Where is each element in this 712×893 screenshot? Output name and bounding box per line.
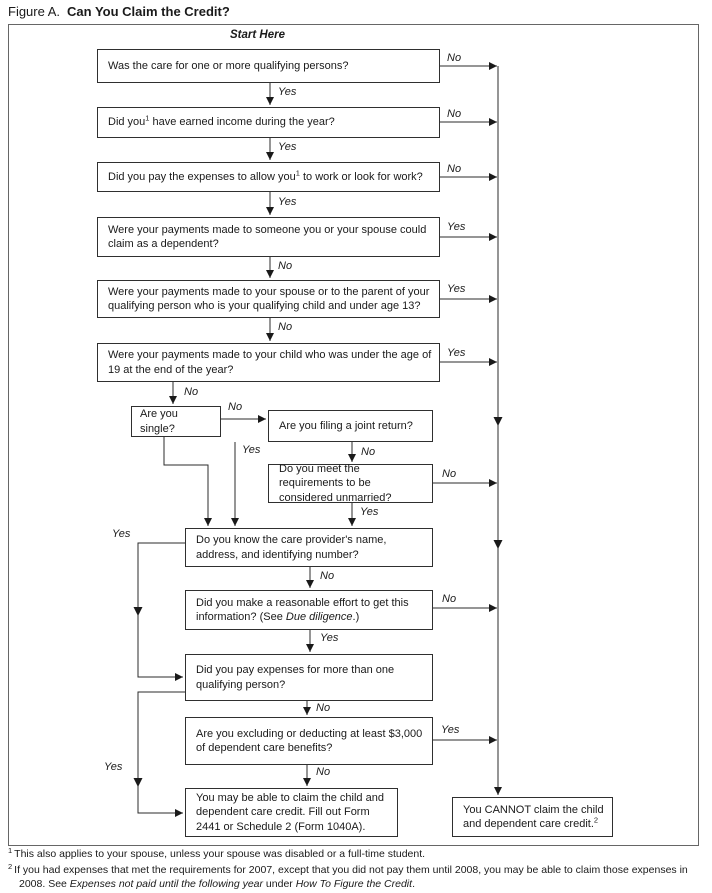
box-payments-child-under-19: Were your payments made to your child wh… — [97, 343, 440, 382]
edge-label-yes: Yes — [441, 724, 460, 736]
box-are-you-single: Are you single? — [131, 406, 221, 437]
box-text: Are you single? — [140, 408, 178, 435]
edge-label-yes: Yes — [447, 283, 466, 295]
box-know-provider-info: Do you know the care provider's name, ad… — [185, 528, 433, 567]
figure-border — [8, 24, 699, 846]
edge-label-yes: Yes — [360, 506, 379, 518]
edge-label-yes: Yes — [278, 86, 297, 98]
box-text: Do you meet the requirements to be consi… — [279, 463, 392, 504]
box-excluding-3000-benefits: Are you excluding or deducting at least … — [185, 717, 433, 765]
box-considered-unmarried: Do you meet the requirements to be consi… — [268, 463, 433, 504]
edge-label-no: No — [316, 702, 331, 714]
box-expenses-to-work: Did you pay the expenses to allow you1 t… — [97, 162, 440, 192]
box-text: Do you know the care provider's name, ad… — [196, 534, 387, 561]
edge-label-no: No — [447, 163, 462, 175]
edge-label-yes: Yes — [447, 221, 466, 233]
figure-label: Figure A. — [8, 4, 61, 19]
edge-label-yes: Yes — [278, 141, 297, 153]
box-text: Are you filing a joint return? — [279, 419, 413, 432]
box-text: Are you excluding or deducting at least … — [196, 727, 423, 754]
box-earned-income: Did you1 have earned income during the y… — [97, 107, 440, 138]
edge-label-no: No — [442, 593, 457, 605]
box-payments-dependent: Were your payments made to someone you o… — [97, 217, 440, 257]
edge-label-yes: Yes — [104, 761, 123, 773]
box-text: Were your payments made to your spouse o… — [108, 285, 430, 312]
start-here-label: Start Here — [230, 29, 285, 41]
box-text: You CANNOT claim the child and dependent… — [463, 803, 604, 830]
edge-label-no: No — [320, 570, 335, 582]
edge-label-no: No — [228, 401, 243, 413]
box-text: Were your payments made to your child wh… — [108, 349, 432, 376]
edge-label-yes: Yes — [278, 196, 297, 208]
figure-title-text: Can You Claim the Credit? — [67, 4, 230, 19]
box-payments-spouse-parent: Were your payments made to your spouse o… — [97, 280, 440, 318]
box-result-cannot-claim: You CANNOT claim the child and dependent… — [452, 797, 613, 837]
box-text: You may be able to claim the child and d… — [196, 792, 384, 833]
figure-title: Figure A. Can You Claim the Credit? — [8, 4, 230, 19]
box-text: Was the care for one or more qualifying … — [108, 59, 349, 72]
edge-label-no: No — [316, 766, 331, 778]
edge-label-no: No — [278, 321, 293, 333]
box-text: Did you1 have earned income during the y… — [108, 113, 335, 129]
edge-label-yes: Yes — [447, 347, 466, 359]
box-text: Were your payments made to someone you o… — [108, 223, 427, 250]
edge-label-no: No — [447, 52, 462, 64]
box-more-than-one-person: Did you pay expenses for more than one q… — [185, 654, 433, 701]
edge-label-yes: Yes — [112, 528, 131, 540]
edge-label-no: No — [184, 386, 199, 398]
box-qualifying-persons: Was the care for one or more qualifying … — [97, 49, 440, 83]
box-joint-return: Are you filing a joint return? — [268, 410, 433, 442]
edge-label-no: No — [278, 260, 293, 272]
edge-label-no: No — [361, 446, 376, 458]
box-result-may-claim: You may be able to claim the child and d… — [185, 788, 398, 837]
box-reasonable-effort: Did you make a reasonable effort to get … — [185, 590, 433, 630]
edge-label-yes: Yes — [242, 444, 261, 456]
box-text: Did you pay the expenses to allow you1 t… — [108, 168, 423, 183]
edge-label-yes: Yes — [320, 632, 339, 644]
box-text: Did you make a reasonable effort to get … — [196, 596, 409, 623]
box-text: Did you pay expenses for more than one q… — [196, 664, 395, 691]
edge-label-no: No — [447, 108, 462, 120]
edge-label-no: No — [442, 468, 457, 480]
